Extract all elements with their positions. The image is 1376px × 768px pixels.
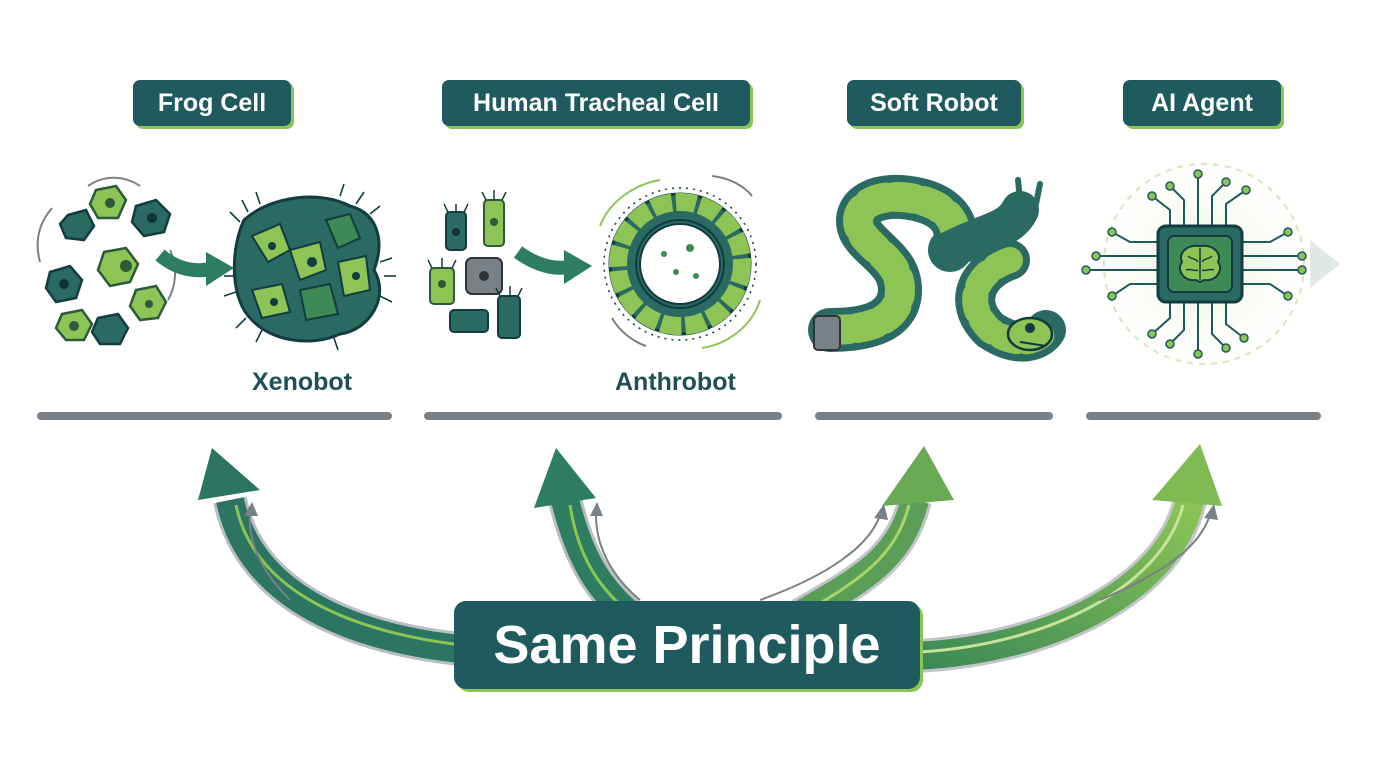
stage-label-soft-robot: Soft Robot — [847, 80, 1021, 126]
stage-baseline-3 — [815, 412, 1053, 420]
xenobot-icon — [223, 183, 396, 351]
stage-caption-xenobot: Xenobot — [252, 368, 352, 396]
frog-cell-cluster-icon — [36, 176, 176, 346]
tracheal-cells-icon — [427, 190, 523, 339]
stage-label-ai-agent: AI Agent — [1123, 80, 1281, 126]
soft-robot-worm-icon — [808, 174, 1066, 362]
stage-baseline-1 — [37, 412, 392, 420]
transform-arrow-1 — [155, 249, 234, 286]
stage-label-human-tracheal-cell: Human Tracheal Cell — [442, 80, 750, 126]
stage-baseline-4 — [1086, 412, 1321, 420]
arrow-to-stage-3 — [791, 446, 954, 630]
stage-caption-anthrobot: Anthrobot — [615, 368, 736, 396]
arrow-to-stage-4 — [914, 444, 1222, 673]
stage-label-frog-cell: Frog Cell — [133, 80, 291, 126]
arrow-to-stage-1 — [198, 448, 472, 667]
ai-chip-brain-icon — [1081, 146, 1340, 382]
arrow-to-stage-2 — [534, 448, 642, 629]
stage-baseline-2 — [424, 412, 782, 420]
same-principle-badge: Same Principle — [454, 601, 920, 689]
transform-arrow-2 — [513, 246, 592, 284]
anthrobot-icon — [599, 175, 761, 349]
